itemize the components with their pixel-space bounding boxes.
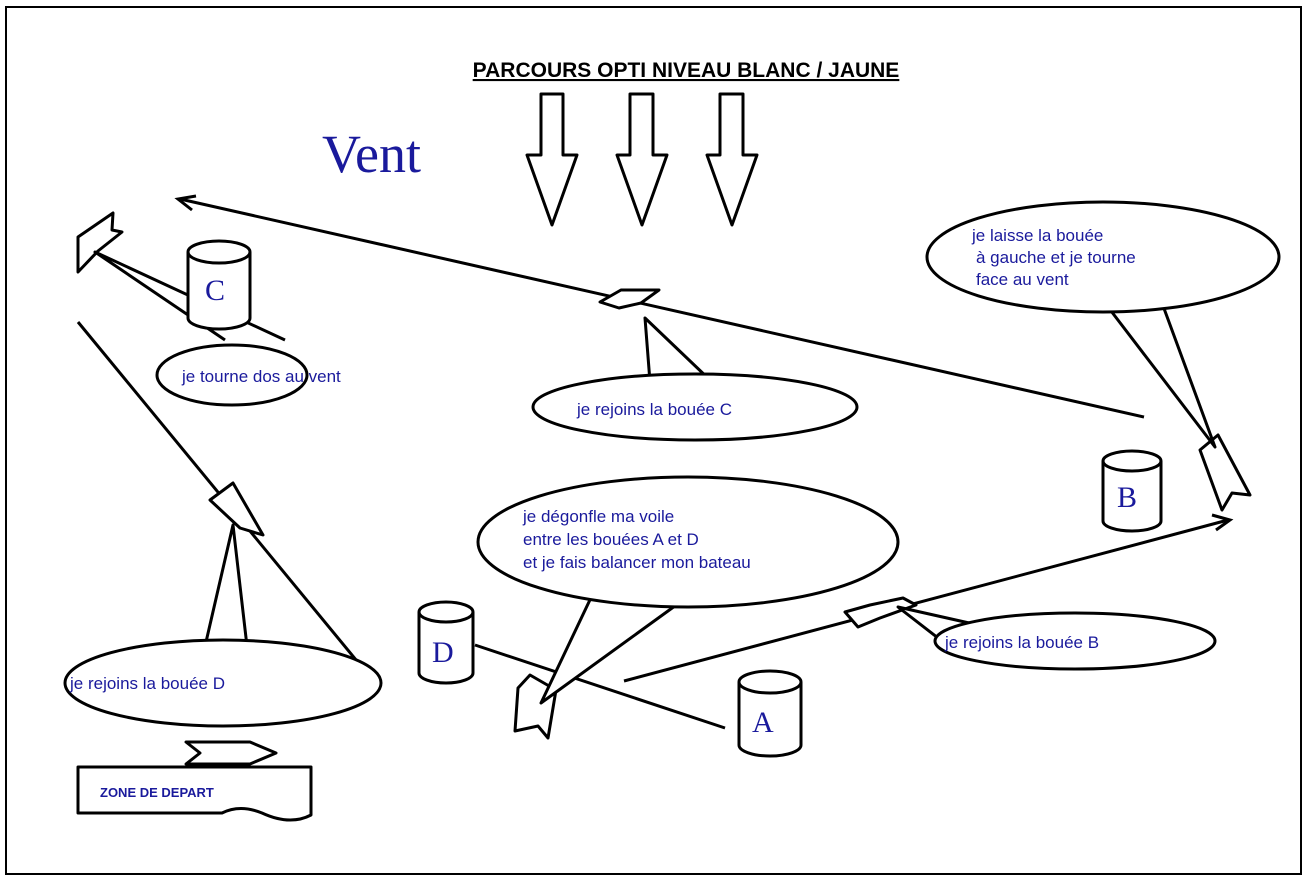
boat-icon — [843, 596, 918, 629]
bubble-tail — [1106, 302, 1217, 449]
bubble-text-deflate-2: entre les bouées A et D — [523, 530, 699, 549]
bubble-turn-downwind — [155, 343, 309, 407]
wind-arrow-2-icon — [615, 92, 669, 227]
bubble-text-leave-left-2: à gauche et je tourne — [976, 248, 1136, 267]
bubble-join-d — [63, 638, 383, 728]
bubble-text-deflate-3: et je fais balancer mon bateau — [523, 553, 751, 572]
wind-label: Vent — [322, 124, 421, 184]
wind-arrow-1-icon — [525, 92, 579, 227]
buoy-label-c: C — [205, 274, 225, 307]
bubble-text-deflate-1: je dégonfle ma voile — [522, 507, 674, 526]
boat-icon — [598, 288, 661, 310]
bubble-join-b — [933, 611, 1217, 671]
bubble-text-join-d: je rejoins la bouée D — [69, 674, 225, 693]
buoy-d — [417, 600, 475, 685]
start-zone-banner — [76, 765, 313, 822]
bubble-tail — [201, 523, 250, 656]
wind-arrow-3-icon — [705, 92, 759, 227]
start-direction-arrow-icon — [184, 740, 278, 766]
buoy-label-a: A — [752, 706, 774, 739]
bubble-text-leave-left-1: je laisse la bouée — [971, 226, 1103, 245]
bubble-leave-left — [925, 200, 1281, 314]
leg-d-to-a — [474, 643, 726, 730]
buoy-c — [186, 239, 252, 331]
leg-b-to-c — [179, 197, 1145, 419]
buoy-b — [1101, 449, 1163, 533]
boat-icon — [76, 211, 124, 274]
bubble-text-turn-downwind: je tourne dos au vent — [181, 367, 341, 386]
buoys — [186, 239, 1163, 758]
bubble-join-c — [531, 372, 859, 442]
start-zone — [76, 740, 313, 822]
bubble-tail — [643, 316, 714, 384]
wind-arrows — [525, 92, 759, 227]
bubble-text-leave-left-3: face au vent — [976, 270, 1069, 289]
leg-a-to-b — [623, 518, 1229, 683]
boats — [76, 211, 1252, 740]
bubble-text-join-c: je rejoins la bouée C — [576, 400, 732, 419]
course-lines — [76, 194, 1234, 730]
buoy-label-b: B — [1117, 481, 1137, 514]
start-zone-label: ZONE DE DEPART — [100, 785, 214, 800]
diagram-title: PARCOURS OPTI NIVEAU BLANC / JAUNE — [473, 59, 900, 82]
bubble-text-join-b: je rejoins la bouée B — [944, 633, 1099, 652]
boat-icon — [208, 481, 265, 537]
boat-icon — [1198, 433, 1252, 512]
buoy-label-d: D — [432, 636, 454, 669]
leg-a-to-b-arrowhead-icon — [1211, 513, 1234, 532]
buoy-a — [737, 669, 803, 758]
bubble-deflate — [476, 475, 900, 609]
leg-b-to-c-arrowhead-icon — [174, 194, 197, 212]
bubble-tail — [539, 584, 698, 705]
